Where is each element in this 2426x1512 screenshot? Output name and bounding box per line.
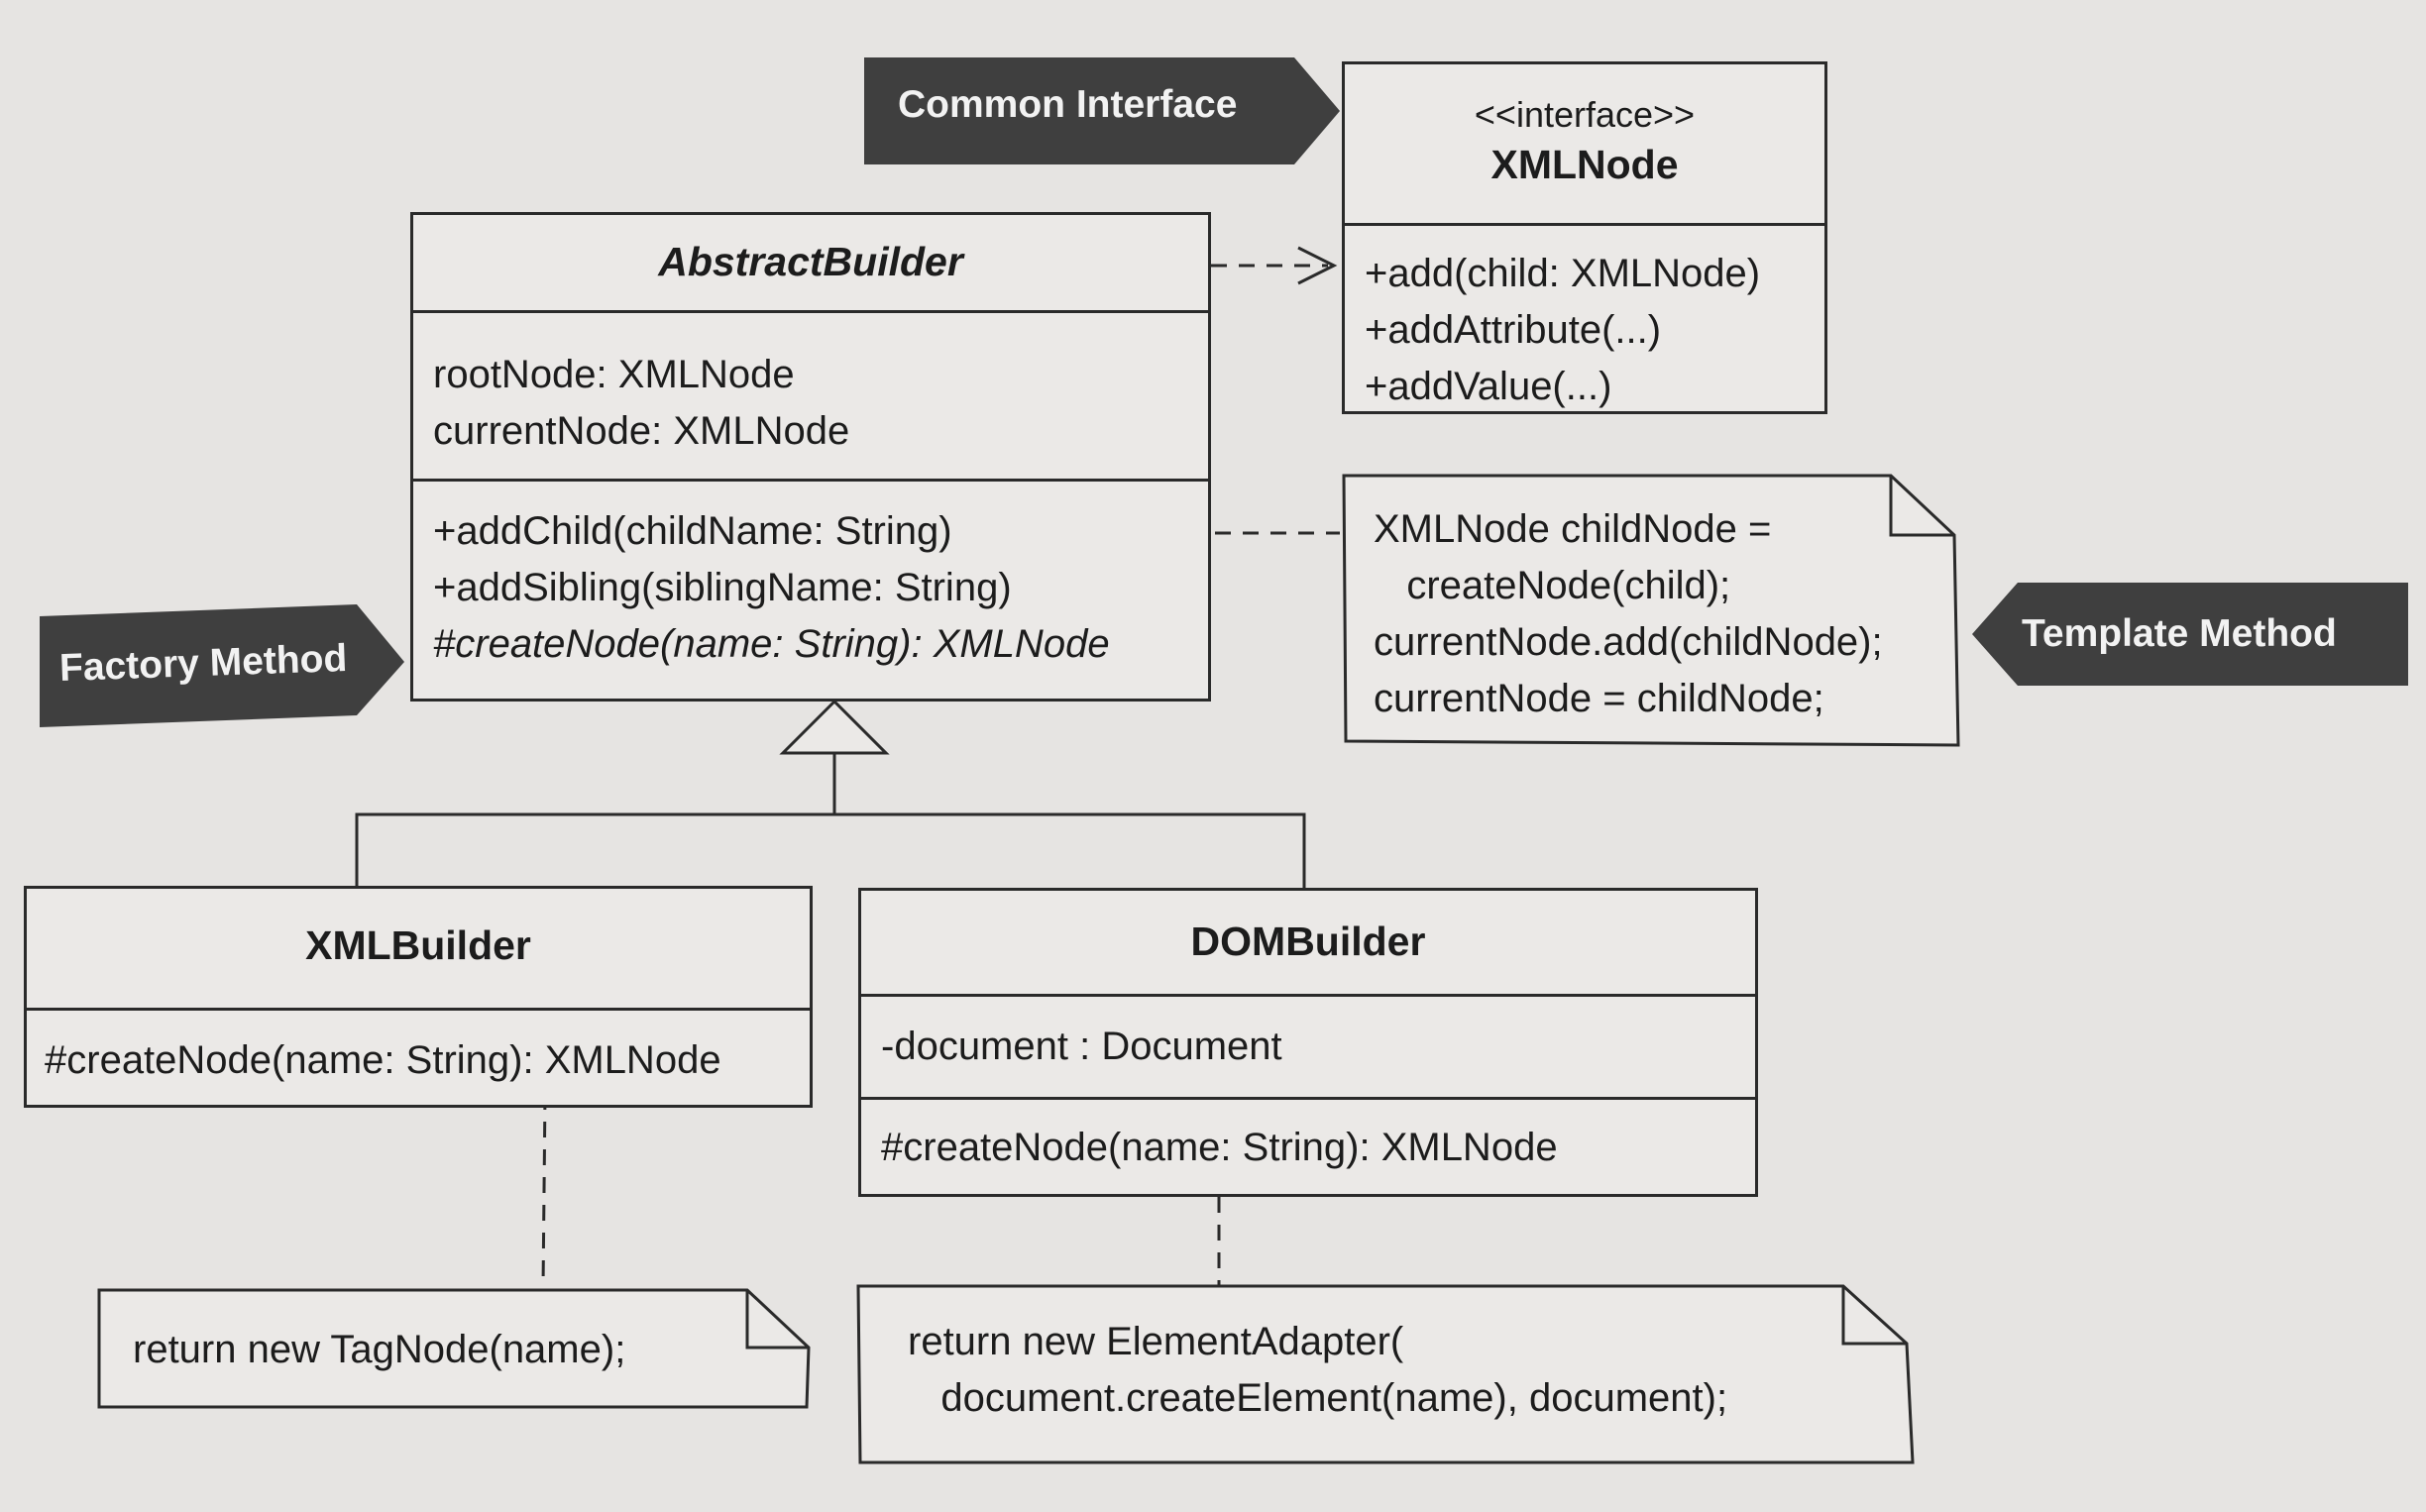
template-note-line: currentNode = childNode; [1374, 677, 1824, 720]
xml-builder-method: #createNode(name: String): XMLNode [45, 1038, 721, 1082]
template-note-line: XMLNode childNode = [1374, 507, 1772, 551]
generalization-tree [355, 753, 836, 886]
abstract-builder-method: +addSibling(siblingName: String) [433, 566, 1012, 609]
common-interface-label: Common Interface [898, 83, 1238, 126]
dom-note-shape [856, 1284, 1915, 1464]
generalization-triangle [779, 699, 890, 755]
xmlnode-name: XMLNode [1490, 142, 1679, 187]
xml-note-fold [745, 1290, 809, 1350]
abstract-builder-name: AbstractBuilder [658, 239, 963, 284]
template-method-note: XMLNode childNode = createNode(child); c… [1374, 501, 1883, 727]
template-method-label: Template Method [2022, 612, 2337, 655]
xml-builder-note: return new TagNode(name); [133, 1322, 625, 1378]
dom-builder-field: -document : Document [881, 1025, 1282, 1068]
template-note-shape [1342, 474, 1960, 747]
dom-builder-name: DOMBuilder [1190, 918, 1426, 964]
abstract-builder-method: #createNode(name: String): XMLNode [433, 622, 1110, 666]
dom-note-line: return new ElementAdapter( [908, 1320, 1404, 1363]
xml-note-shape [97, 1288, 811, 1409]
xmlnode-method: +add(child: XMLNode) [1365, 252, 1761, 295]
abstract-builder-class: AbstractBuilder rootNode: XMLNode curren… [410, 212, 1211, 702]
template-note-line: createNode(child); [1374, 564, 1731, 607]
xml-builder-name: XMLBuilder [305, 922, 531, 968]
generalization-tree-right [834, 812, 1306, 888]
xml-note-link [541, 1093, 547, 1289]
xml-note-line: return new TagNode(name); [133, 1328, 626, 1371]
xmlnode-interface: <<interface>> XMLNode +add(child: XMLNod… [1342, 61, 1827, 414]
template-note-fold [1889, 476, 1954, 537]
dom-builder-method: #createNode(name: String): XMLNode [881, 1126, 1558, 1169]
xmlnode-method: +addAttribute(...) [1365, 308, 1662, 352]
abstract-builder-field: rootNode: XMLNode [433, 353, 795, 396]
xmlnode-method: +addValue(...) [1365, 365, 1612, 408]
dom-note-line: document.createElement(name), document); [908, 1376, 1728, 1420]
template-method-tag-shape [1972, 583, 2408, 686]
factory-method-tag-shape [40, 604, 404, 727]
xml-builder-class: XMLBuilder #createNode(name: String): XM… [24, 886, 813, 1108]
dom-note-fold [1841, 1286, 1907, 1346]
template-note-line: currentNode.add(childNode); [1374, 620, 1883, 664]
dom-builder-note: return new ElementAdapter( document.crea… [908, 1314, 1727, 1427]
abstract-builder-method: +addChild(childName: String) [433, 509, 952, 553]
xmlnode-stereotype: <<interface>> [1474, 94, 1696, 135]
dom-builder-class: DOMBuilder -document : Document #createN… [858, 888, 1758, 1197]
common-interface-tag-shape [864, 57, 1340, 164]
abstract-builder-field: currentNode: XMLNode [433, 409, 850, 453]
dependency-arrowhead [1297, 246, 1338, 285]
